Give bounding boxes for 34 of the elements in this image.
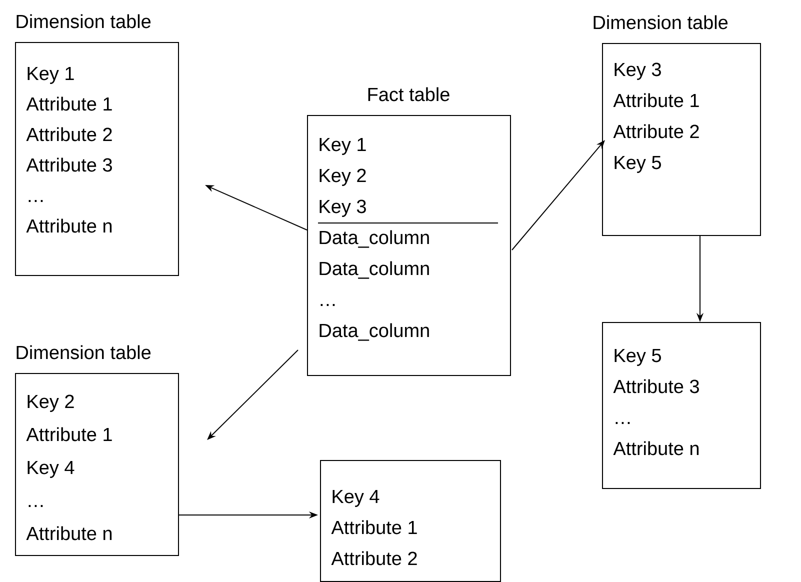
table-row: Key 5 xyxy=(614,348,661,366)
table-row: Attribute 3 xyxy=(26,158,112,172)
table-row: Attribute 1 xyxy=(613,93,699,108)
table-title: Dimension table xyxy=(594,15,728,30)
table-title: Dimension table xyxy=(16,345,151,360)
table-row: Attribute 2 xyxy=(26,127,112,142)
table-title: Dimension table xyxy=(16,14,151,28)
table-row: … xyxy=(28,200,43,202)
table-row: Attribute 1 xyxy=(26,96,112,111)
table-row: Key 4 xyxy=(332,490,380,507)
table-row: Key 1 xyxy=(28,66,74,84)
table-row: … xyxy=(616,422,630,424)
table-row: … xyxy=(28,504,43,507)
table-row: Key 2 xyxy=(28,394,74,412)
arrow xyxy=(207,350,298,440)
table-row: Attribute 2 xyxy=(331,551,417,566)
table-row: Attribute n xyxy=(26,526,112,540)
table-row: Key 5 xyxy=(614,156,661,173)
table-title: Fact table xyxy=(368,87,450,102)
table-row: Key 2 xyxy=(320,168,366,186)
table-row: Key 4 xyxy=(28,460,74,478)
table-row: Key 1 xyxy=(320,138,366,155)
table-row: Key 3 xyxy=(320,200,366,217)
table-row: Attribute 2 xyxy=(613,124,699,138)
table-row: Attribute 1 xyxy=(26,427,112,442)
table-row: Data_column xyxy=(320,261,429,279)
table-row: Attribute 1 xyxy=(331,520,417,534)
table-row: … xyxy=(320,304,335,306)
table-row: Data_column xyxy=(320,230,429,248)
table-row: Data_column xyxy=(320,323,429,341)
table-row: Attribute n xyxy=(26,218,112,233)
table-row: Attribute n xyxy=(613,441,699,456)
table-row: Key 3 xyxy=(614,62,661,80)
table-row: Attribute 3 xyxy=(613,379,699,394)
